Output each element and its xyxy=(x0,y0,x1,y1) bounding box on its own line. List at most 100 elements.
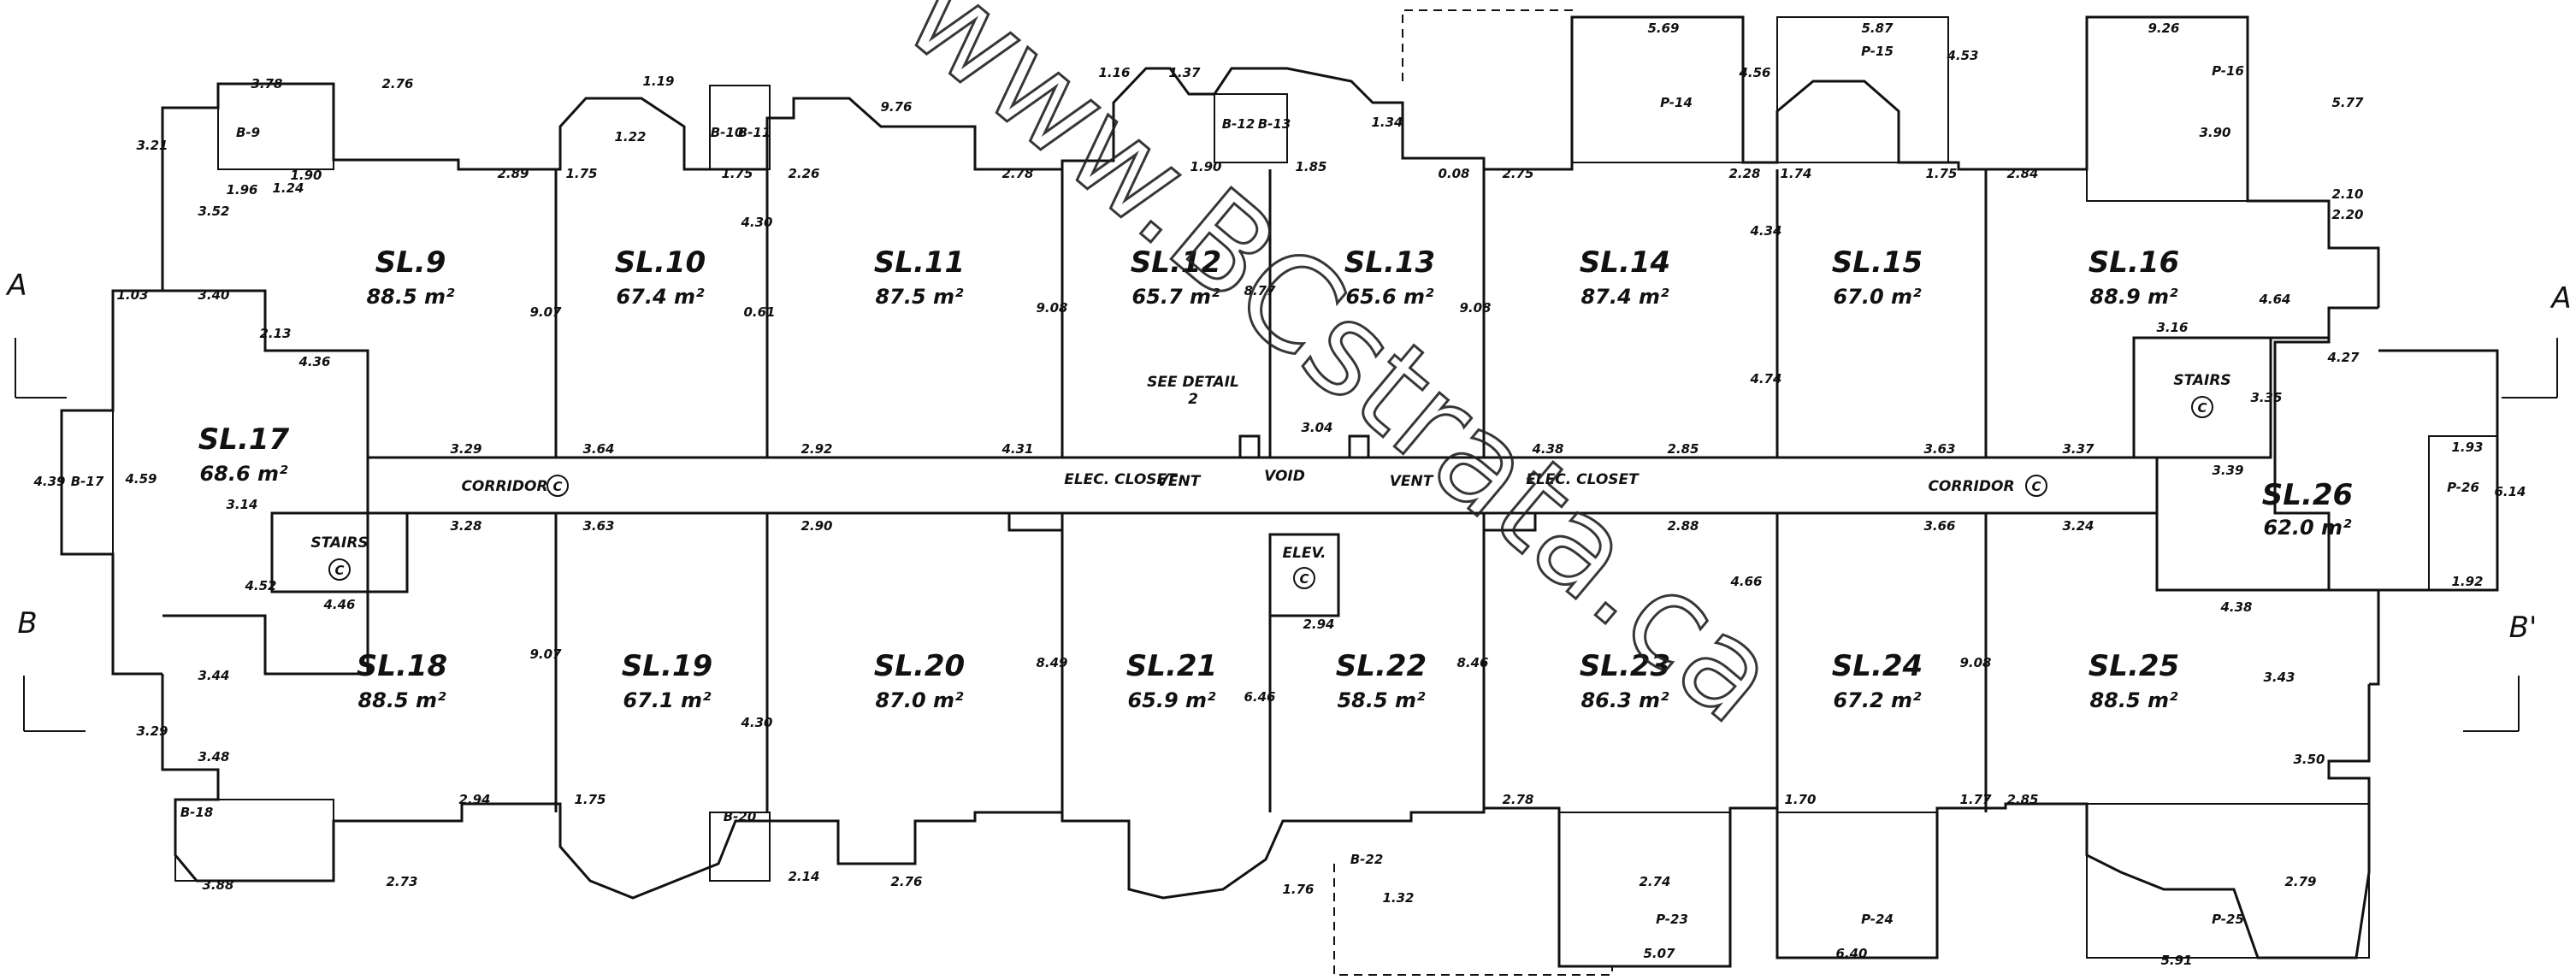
unit-sl13-area: 65.6 m² xyxy=(1345,285,1434,309)
dimension-label: 4.27 xyxy=(2326,350,2360,365)
dimension-label: 1.75 xyxy=(1925,166,1957,181)
patio-p14-box xyxy=(1571,16,1744,163)
dimension-label: 2.26 xyxy=(788,166,819,181)
see-detail-label: SEE DETAIL xyxy=(1147,374,1239,391)
patio-p23-label: P-23 xyxy=(1656,912,1688,927)
dimension-label: 1.37 xyxy=(1168,65,1201,80)
dimension-label: 1.74 xyxy=(1780,166,1811,181)
wall-9-17 xyxy=(162,289,369,458)
dimension-label: 3.64 xyxy=(582,441,614,457)
dimension-label: 2.85 xyxy=(1667,441,1699,457)
section-b-right: B' xyxy=(2509,611,2538,645)
balcony-b12-b13-box xyxy=(1214,93,1288,163)
dimension-label: 3.66 xyxy=(1923,518,1955,534)
unit-sl14-name: SL.14 xyxy=(1580,245,1670,280)
dimension-label: 3.50 xyxy=(2293,752,2325,767)
corridor-left-mark: C xyxy=(552,479,562,494)
corridor xyxy=(366,456,2159,515)
dimension-label: 4.34 xyxy=(1749,223,1781,239)
unit-sl17-name: SL.17 xyxy=(198,422,290,457)
unit-sl9-name: SL.9 xyxy=(375,245,446,280)
dimension-label: 6.14 xyxy=(2494,484,2526,499)
dimension-label: 4.64 xyxy=(2258,292,2290,307)
dimension-label: 2.20 xyxy=(2331,207,2363,222)
stairs-left-box xyxy=(270,511,409,593)
unit-sl10-area: 67.4 m² xyxy=(616,285,705,309)
elec-closet-right-box xyxy=(1482,511,1537,532)
dimension-label: 4.59 xyxy=(124,471,157,487)
dimension-label: 1.96 xyxy=(226,182,257,198)
vent-right-box xyxy=(1348,434,1370,459)
unit-sl14-area: 87.4 m² xyxy=(1580,285,1669,309)
dimension-label: 1.70 xyxy=(1784,792,1816,807)
patio-p25-box xyxy=(2086,803,2370,959)
common-mark-icon xyxy=(1293,567,1315,589)
dimension-label: 9.07 xyxy=(529,646,562,662)
unit-sl26-area: 62.0 m² xyxy=(2263,516,2352,540)
dimension-label: 9.08 xyxy=(1459,300,1491,316)
stairs-right-mark: C xyxy=(2197,400,2207,416)
dimension-label: 1.03 xyxy=(116,287,148,303)
stairs-left-mark: C xyxy=(334,563,344,578)
dimension-label: 4.30 xyxy=(740,215,772,230)
balcony-b9-box xyxy=(217,83,334,170)
dimension-label: 4.56 xyxy=(1738,65,1770,80)
dimension-label: 1.92 xyxy=(2451,574,2483,589)
dashed-south-area xyxy=(1333,864,1613,976)
dimension-label: 3.78 xyxy=(251,76,282,92)
dimension-label: 0.08 xyxy=(1438,166,1469,181)
dimension-label: 3.37 xyxy=(2062,441,2094,457)
dimension-label: 2.84 xyxy=(2006,166,2038,181)
dimension-label: 3.90 xyxy=(2199,125,2230,140)
unit-sl20-name: SL.20 xyxy=(874,649,965,683)
balcony-b18-box xyxy=(174,799,334,882)
unit-sl11-area: 87.5 m² xyxy=(875,285,964,309)
unit-sl12-name: SL.12 xyxy=(1131,245,1221,280)
dimension-label: 4.38 xyxy=(1531,441,1563,457)
outline-sl26-jut xyxy=(2378,349,2499,592)
elevator-mark: C xyxy=(1299,571,1309,587)
unit-sl25-name: SL.25 xyxy=(2089,649,2179,683)
unit-sl22-name: SL.22 xyxy=(1336,649,1427,683)
dimension-label: 1.77 xyxy=(1959,792,1992,807)
patio-p15-label: P-15 xyxy=(1861,44,1894,59)
wall-17-18 xyxy=(162,513,369,676)
stairs-right-box xyxy=(2132,336,2272,459)
dimension-label: 9.76 xyxy=(880,99,912,115)
elevator-box xyxy=(1268,533,1340,617)
dimension-label: 2.74 xyxy=(1639,874,1670,889)
balcony-b17-label: B-17 xyxy=(71,474,104,489)
dimension-label: 1.75 xyxy=(565,166,597,181)
dimension-label: 1.76 xyxy=(1282,882,1314,897)
balcony-b20-box xyxy=(709,812,771,882)
section-markers: A A B B' xyxy=(5,269,2572,732)
unit-sl11-name: SL.11 xyxy=(874,245,965,280)
unit-sl16-name: SL.16 xyxy=(2089,245,2179,280)
dimension-label: 2.94 xyxy=(1303,617,1334,632)
dimension-label: 1.90 xyxy=(1190,159,1221,174)
dimension-label: 4.53 xyxy=(1946,48,1978,63)
dimension-label: 2.13 xyxy=(259,326,291,341)
dimension-label: 4.74 xyxy=(1749,371,1781,387)
dimension-label: 2.75 xyxy=(1502,166,1533,181)
dimension-label: 3.48 xyxy=(198,749,229,765)
balcony-b9-label: B-9 xyxy=(236,125,260,140)
stairs-right-label: STAIRS xyxy=(2173,372,2230,389)
vent-right-label: VENT xyxy=(1390,473,1434,490)
dimension-label: 2.78 xyxy=(1502,792,1533,807)
dimension-label: 2.78 xyxy=(1001,166,1033,181)
dimension-label: 5.91 xyxy=(2160,953,2192,968)
dimension-label: 4.39 xyxy=(32,474,65,489)
dimension-label: 1.75 xyxy=(574,792,606,807)
balcony-b10-label: B-10 xyxy=(711,125,744,140)
unit-sl23-area: 86.3 m² xyxy=(1580,688,1669,712)
dimension-label: 2.76 xyxy=(381,76,413,92)
dimension-label: 9.08 xyxy=(1036,300,1067,316)
dimension-label: 4.66 xyxy=(1729,574,1762,589)
dimension-label: 1.93 xyxy=(2451,440,2483,455)
unit-sl24-area: 67.2 m² xyxy=(1833,688,1922,712)
stairs-left-label: STAIRS xyxy=(310,534,368,552)
dimension-label: 4.46 xyxy=(322,597,355,612)
balcony-b10-b11-box xyxy=(709,85,771,170)
unit-sl13-name: SL.13 xyxy=(1344,245,1435,280)
